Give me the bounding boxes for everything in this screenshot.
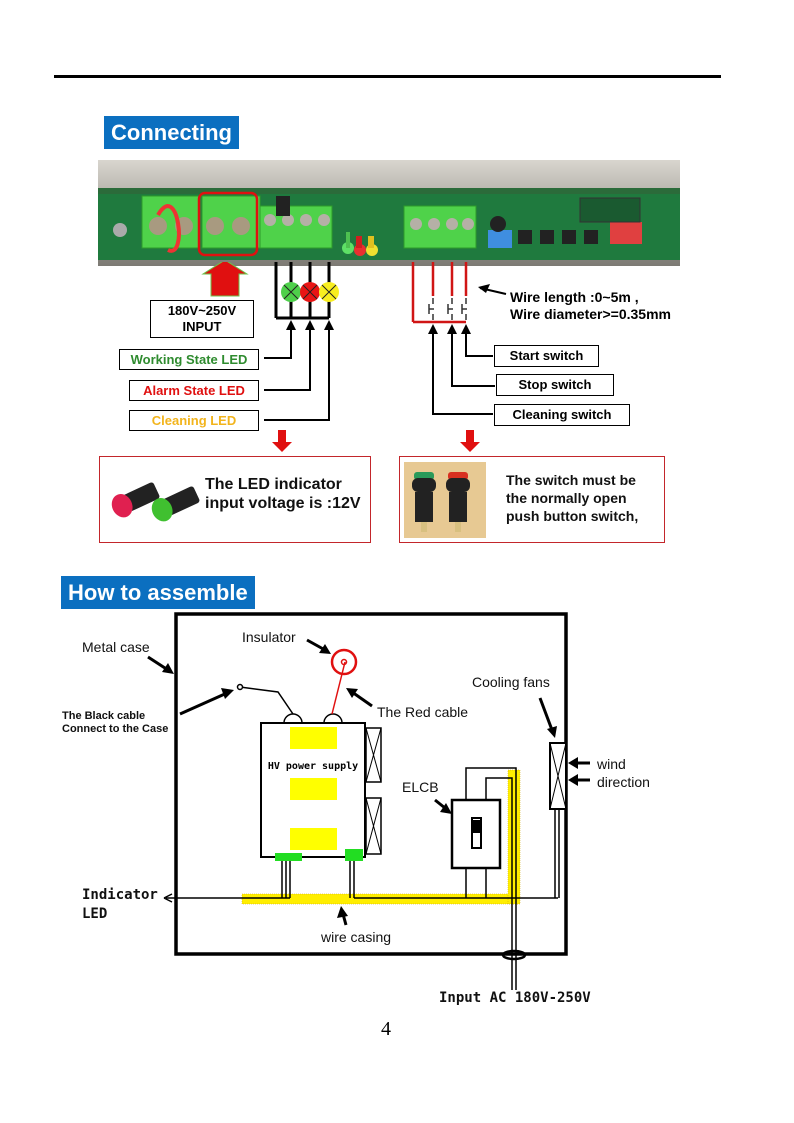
connecting-wiring bbox=[201, 262, 507, 452]
black-cable-label-2: Connect to the Case bbox=[62, 723, 168, 735]
indicator-label-2: LED bbox=[82, 906, 107, 922]
cleaning-switch-label: Cleaning switch bbox=[494, 404, 630, 426]
switch-info-line2: the normally open bbox=[506, 490, 627, 506]
wire-casing-label: wire casing bbox=[320, 929, 391, 945]
insulator bbox=[330, 648, 358, 676]
input-voltage-label: 180V~250V INPUT bbox=[150, 300, 254, 338]
led-info-line1: The LED indicator bbox=[205, 476, 342, 493]
push-button-image bbox=[404, 462, 486, 538]
led-info-text: The LED indicator input voltage is :12V bbox=[205, 475, 361, 513]
direction-label: direction bbox=[597, 774, 650, 790]
page-number: 4 bbox=[381, 1018, 391, 1040]
insulator-label: Insulator bbox=[242, 629, 296, 645]
metal-case-label: Metal case bbox=[82, 639, 150, 655]
led-indicator-image bbox=[111, 482, 200, 522]
down-arrow-icon bbox=[272, 430, 292, 452]
working-state-led-label: Working State LED bbox=[119, 349, 259, 370]
wind-label: wind bbox=[596, 756, 626, 772]
input-ac-label: Input AC 180V-250V bbox=[439, 990, 591, 1006]
input-voltage-text: 180V~250V bbox=[167, 303, 237, 318]
red-cable bbox=[331, 661, 346, 715]
cable-grommet bbox=[501, 949, 527, 961]
pcb-photo bbox=[98, 160, 680, 266]
indicator-label-1: Indicator bbox=[82, 887, 158, 903]
black-cable-label-1: The Black cable bbox=[62, 710, 145, 722]
led-info-box: The LED indicator input voltage is :12V bbox=[99, 456, 371, 543]
red-cable-label: The Red cable bbox=[377, 704, 468, 720]
input-text: INPUT bbox=[182, 319, 222, 334]
down-arrow-icon bbox=[460, 430, 480, 452]
cleaning-led-label: Cleaning LED bbox=[129, 410, 259, 431]
switch-terminal bbox=[403, 205, 477, 249]
input-arrow-icon bbox=[201, 262, 249, 297]
hv-power-supply bbox=[260, 713, 382, 861]
black-cable bbox=[239, 686, 294, 715]
alarm-state-led-label: Alarm State LED bbox=[129, 380, 259, 401]
pointer-arrows bbox=[147, 638, 590, 926]
wire-note: Wire length :0~5m , Wire diameter>=0.35m… bbox=[510, 289, 671, 323]
led-symbols bbox=[281, 282, 339, 302]
wire-diameter-text: Wire diameter>=0.35mm bbox=[510, 306, 671, 322]
elcb bbox=[450, 767, 517, 960]
wire-length-text: Wire length :0~5m , bbox=[510, 289, 639, 305]
switch-wires bbox=[411, 262, 468, 324]
assemble-heading: How to assemble bbox=[61, 576, 255, 609]
stop-switch-label: Stop switch bbox=[496, 374, 614, 396]
elcb-label: ELCB bbox=[402, 779, 439, 795]
push-switch-symbols bbox=[428, 298, 467, 320]
indicator-arrow-icon bbox=[163, 893, 173, 903]
wire-casing bbox=[241, 769, 521, 905]
led-terminal bbox=[259, 205, 333, 249]
connecting-heading: Connecting bbox=[104, 116, 239, 149]
hv-power-supply-label: HV power supply bbox=[268, 761, 358, 772]
cooling-fans-label: Cooling fans bbox=[472, 674, 550, 690]
switch-info-line1: The switch must be bbox=[506, 472, 636, 488]
switch-info-text: The switch must be the normally open pus… bbox=[506, 471, 638, 525]
header-rule bbox=[54, 75, 721, 78]
switch-info-line3: push button switch, bbox=[506, 508, 639, 524]
input-highlight bbox=[197, 191, 259, 257]
cooling-fan bbox=[549, 742, 567, 898]
start-switch-label: Start switch bbox=[494, 345, 599, 367]
assembly-diagram: HV power supply bbox=[62, 612, 650, 1006]
switch-info-box: The switch must be the normally open pus… bbox=[399, 456, 665, 543]
led-info-line2: input voltage is :12V bbox=[205, 495, 361, 512]
